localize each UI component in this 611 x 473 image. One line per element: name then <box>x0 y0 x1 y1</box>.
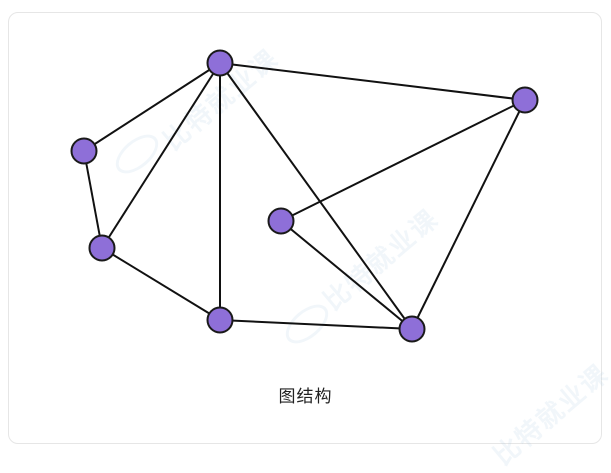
graph-diagram <box>70 49 539 343</box>
graph-nodes <box>70 49 539 343</box>
graph-edge-b-g <box>411 99 526 330</box>
diagram-caption: 图结构 <box>278 387 333 407</box>
graph-node-left-upper <box>70 137 98 165</box>
graph-edge-d-f <box>101 247 221 321</box>
graph-node-center <box>267 207 295 235</box>
graph-edge-a-g <box>219 62 413 330</box>
graph-edge-f-g <box>219 319 413 330</box>
graph-node-bottom-right <box>398 315 426 343</box>
graph-edge-a-b <box>219 62 526 101</box>
graph-edge-e-b <box>280 99 526 222</box>
graph-edge-e-g <box>280 220 413 330</box>
graph-edge-a-d <box>101 62 221 249</box>
graph-node-bottom-middle <box>206 306 234 334</box>
diagram-card <box>8 12 602 444</box>
graph-edges <box>83 62 526 330</box>
graph-node-left-lower <box>88 234 116 262</box>
graph-node-top <box>206 49 234 77</box>
graph-node-right <box>511 86 539 114</box>
graph-edge-a-c <box>83 62 221 152</box>
graph-edge-c-d <box>83 150 103 249</box>
